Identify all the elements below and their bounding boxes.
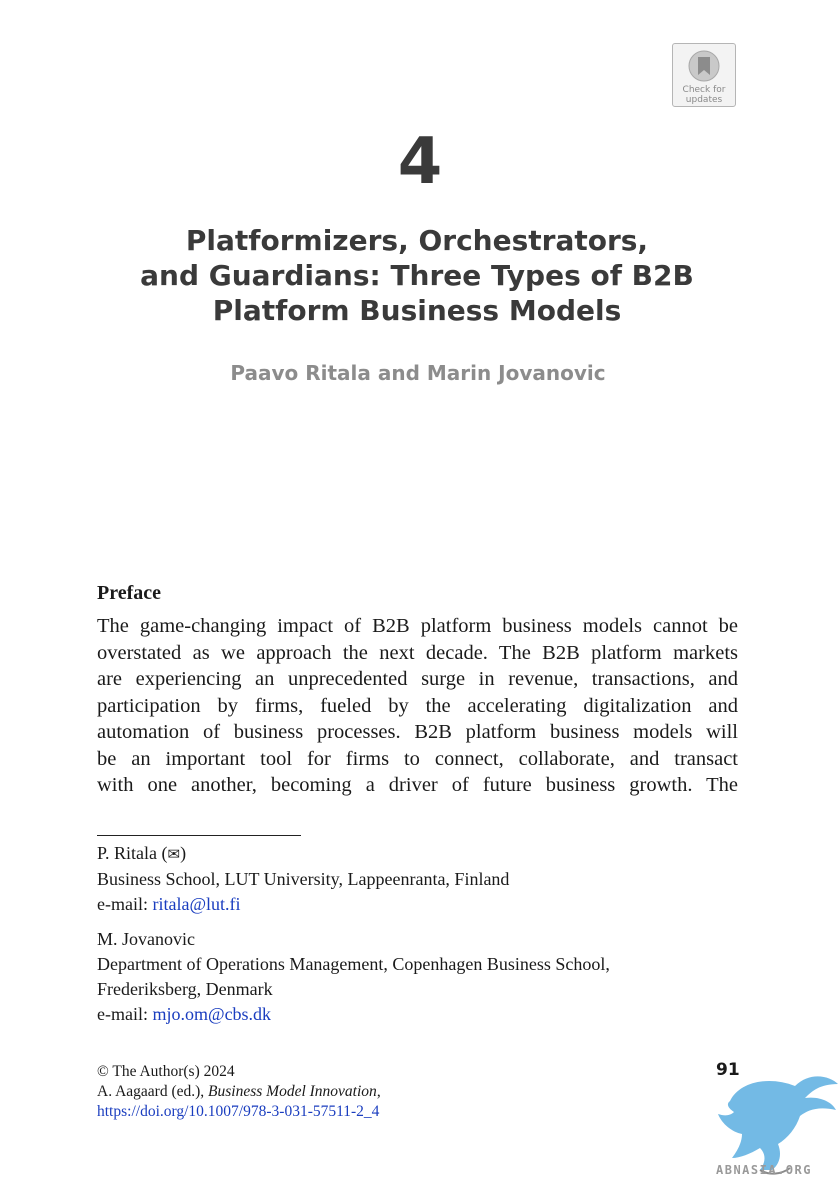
- affiliation-line: Department of Operations Management, Cop…: [97, 954, 610, 974]
- preface-line: with one another, becoming a driver of f…: [97, 774, 738, 796]
- publication-info: © The Author(s) 2024 A. Aagaard (ed.), B…: [97, 1062, 381, 1122]
- preface-heading: Preface: [97, 582, 162, 604]
- page-number: 91: [716, 1060, 740, 1080]
- email-link[interactable]: ritala@lut.fi: [152, 894, 241, 914]
- griffin-logo-icon: [718, 1076, 838, 1175]
- chapter-title: Platformizers, Orchestrators, and Guardi…: [100, 223, 734, 328]
- book-title: Business Model Innovation: [208, 1083, 377, 1100]
- chapter-authors: Paavo Ritala and Marin Jovanovic: [230, 361, 606, 385]
- book-citation-line: A. Aagaard (ed.), Business Model Innovat…: [97, 1083, 381, 1100]
- email-line: e-mail: ritala@lut.fi: [97, 894, 241, 914]
- preface-line: participation by firms, fueled by the ac…: [97, 694, 738, 717]
- preface-line: overstated as we approach the next decad…: [97, 641, 738, 664]
- email-link[interactable]: mjo.om@cbs.dk: [152, 1004, 272, 1024]
- affiliation-jovanovic: M. Jovanovic Department of Operations Ma…: [97, 927, 610, 1027]
- footnote-divider: [97, 835, 301, 836]
- author-name-line: M. Jovanovic: [97, 929, 195, 949]
- bookmark-icon: [688, 50, 720, 82]
- envelope-icon: ✉: [167, 845, 181, 863]
- preface-line: The game-changing impact of B2B platform…: [97, 615, 738, 637]
- badge-line1: Check for: [682, 85, 726, 95]
- title-line-2: and Guardians: Three Types of B2B: [140, 259, 694, 292]
- email-line: e-mail: mjo.om@cbs.dk: [97, 1004, 272, 1024]
- affiliation-line: Frederiksberg, Denmark: [97, 979, 273, 999]
- preface-paragraph: The game-changing impact of B2B platform…: [97, 613, 738, 799]
- preface-line: automation of business processes. B2B pl…: [97, 721, 738, 743]
- affiliation-line: Business School, LUT University, Lappeen…: [97, 869, 510, 889]
- title-line-3: Platform Business Models: [212, 294, 622, 327]
- chapter-number: 4: [397, 125, 443, 199]
- check-for-updates-badge[interactable]: Check for updates: [672, 43, 736, 107]
- doi-link[interactable]: https://doi.org/10.1007/978-3-031-57511-…: [97, 1103, 380, 1120]
- copyright-line: © The Author(s) 2024: [97, 1063, 235, 1080]
- title-line-1: Platformizers, Orchestrators,: [185, 224, 649, 257]
- preface-line: be an important tool for firms to connec…: [97, 747, 738, 770]
- badge-line2: updates: [685, 95, 723, 105]
- watermark-text: ABNASIA.ORG: [716, 1163, 812, 1177]
- author-name-line: P. Ritala (✉): [97, 843, 187, 863]
- preface-line: are experiencing an unprecedented surge …: [97, 668, 738, 690]
- affiliation-ritala: P. Ritala (✉) Business School, LUT Unive…: [97, 841, 509, 917]
